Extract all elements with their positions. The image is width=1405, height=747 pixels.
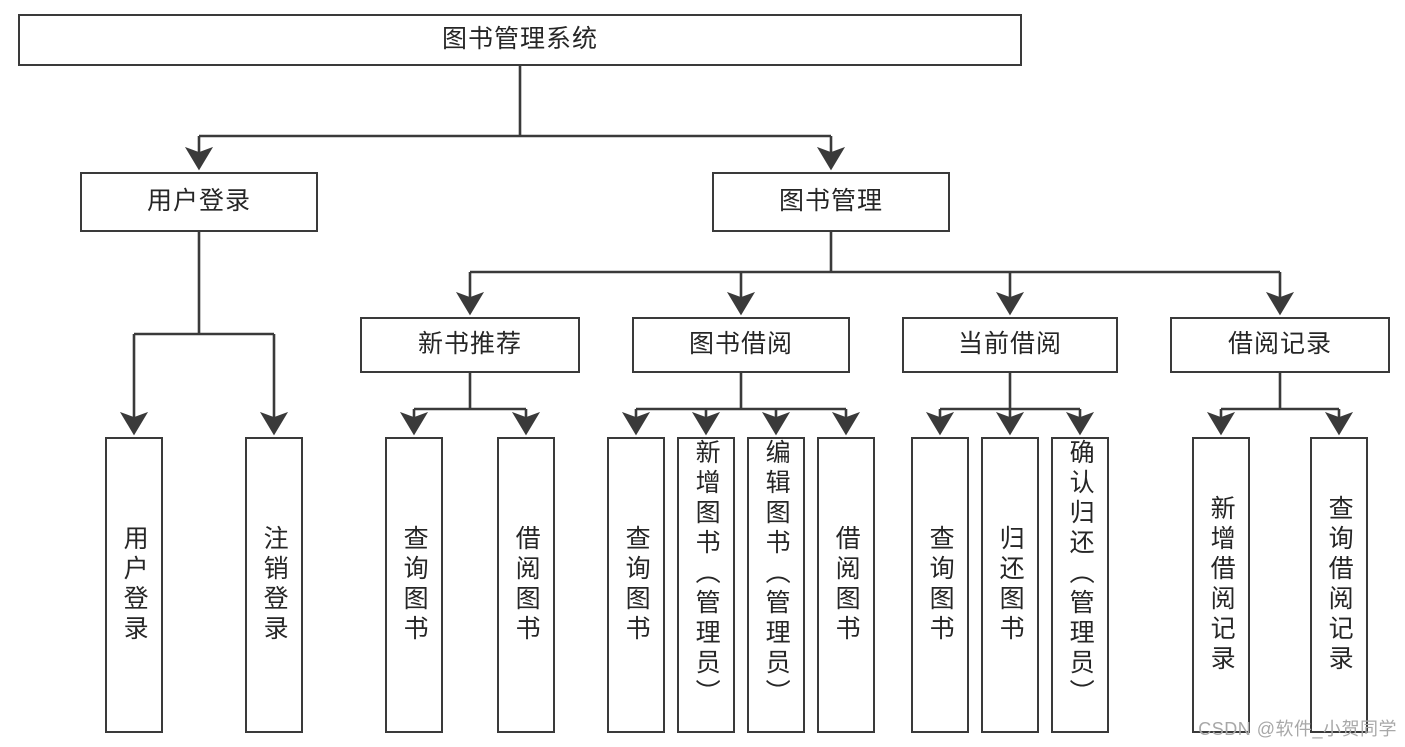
node-user-login[interactable]: 用户登录 [80,172,318,232]
node-leaf-add-record[interactable]: 新增借阅记录 [1192,437,1250,733]
node-book-manage[interactable]: 图书管理 [712,172,950,232]
node-leaf-borrow-book-2[interactable]: 借阅图书 [817,437,875,733]
node-leaf-confirm-return-label: 确认归还（管理员） [1066,439,1095,709]
node-current-borrow[interactable]: 当前借阅 [902,317,1118,373]
node-leaf-add-record-label: 新增借阅记录 [1207,495,1236,675]
node-leaf-query-book-1-label: 查询图书 [400,525,429,645]
node-user-login-label: 用户登录 [146,187,251,216]
node-root[interactable]: 图书管理系统 [18,14,1022,66]
node-leaf-logout-label: 注销登录 [260,525,289,645]
node-leaf-return-book[interactable]: 归还图书 [981,437,1039,733]
node-book-borrow-label: 图书借阅 [688,330,793,359]
node-root-label: 图书管理系统 [441,25,598,54]
node-leaf-logout[interactable]: 注销登录 [245,437,303,733]
node-leaf-confirm-return[interactable]: 确认归还（管理员） [1051,437,1109,733]
node-new-book-rec-label: 新书推荐 [417,330,522,359]
node-leaf-query-record-label: 查询借阅记录 [1325,495,1354,675]
node-leaf-add-book[interactable]: 新增图书（管理员） [677,437,735,733]
node-leaf-borrow-book-1-label: 借阅图书 [512,525,541,645]
node-leaf-query-book-3-label: 查询图书 [926,525,955,645]
node-borrow-record-label: 借阅记录 [1227,330,1332,359]
node-current-borrow-label: 当前借阅 [957,330,1062,359]
node-leaf-user-login-label: 用户登录 [120,525,149,645]
node-leaf-borrow-book-2-label: 借阅图书 [832,525,861,645]
node-leaf-query-book-2[interactable]: 查询图书 [607,437,665,733]
node-leaf-query-book-1[interactable]: 查询图书 [385,437,443,733]
node-leaf-query-book-2-label: 查询图书 [622,525,651,645]
node-book-manage-label: 图书管理 [778,187,883,216]
node-book-borrow[interactable]: 图书借阅 [632,317,850,373]
node-leaf-user-login[interactable]: 用户登录 [105,437,163,733]
node-leaf-add-book-label: 新增图书（管理员） [692,439,721,709]
node-leaf-query-book-3[interactable]: 查询图书 [911,437,969,733]
node-leaf-query-record[interactable]: 查询借阅记录 [1310,437,1368,733]
node-leaf-edit-book[interactable]: 编辑图书（管理员） [747,437,805,733]
node-leaf-return-book-label: 归还图书 [996,525,1025,645]
csdn-watermark: CSDN @软件_小贺同学 [1198,719,1397,739]
node-borrow-record[interactable]: 借阅记录 [1170,317,1390,373]
node-leaf-borrow-book-1[interactable]: 借阅图书 [497,437,555,733]
node-leaf-edit-book-label: 编辑图书（管理员） [762,439,791,709]
node-new-book-rec[interactable]: 新书推荐 [360,317,580,373]
